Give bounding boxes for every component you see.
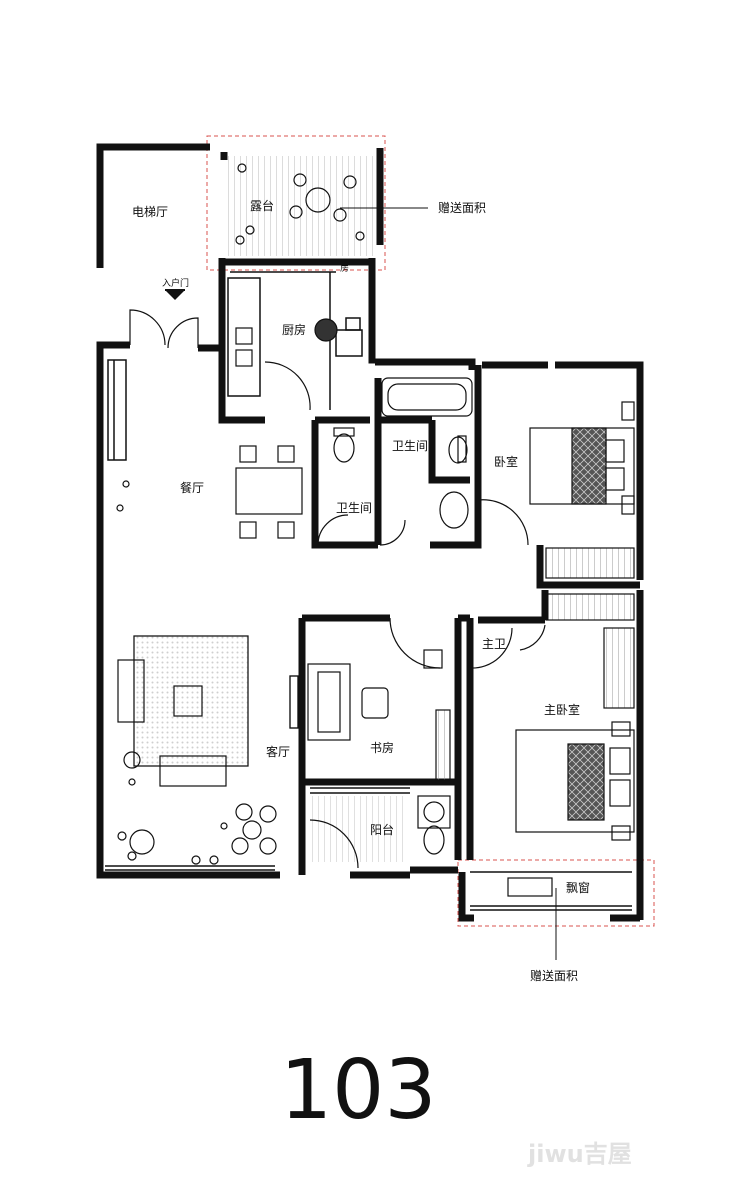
room-label-bedroom: 卧室 [494,454,518,469]
room-label-master-bedroom: 主卧室 [544,702,580,717]
unit-number: 103 [280,1043,437,1138]
room-label-balcony: 阳台 [370,822,394,837]
leader-lines [340,207,557,960]
room-label-study: 书房 [370,740,394,755]
gift-area-label-top: 赠送面积 [438,200,486,215]
balcony-floor [310,796,408,862]
room-label-kitchen: 厨房 [282,322,306,337]
walls [96,143,644,922]
room-label-master-bath: 主卫 [482,637,506,651]
terrace-floor [228,156,374,256]
room-label-elevator-hall: 电梯厅 [132,205,168,219]
room-label-bath-2: 卫生间 [336,501,372,515]
gift-area-label-bottom: 赠送面积 [530,968,578,983]
room-label-living: 客厅 [266,744,290,759]
room-label-kitchen-top: 房 [340,262,349,274]
room-label-bay-window: 飘窗 [566,881,590,895]
entrance-label: 入户门 [162,277,189,289]
thin-lines [105,271,632,911]
room-label-terrace: 露台 [250,198,274,213]
furniture [116,163,635,897]
room-label-bath-1: 卫生间 [392,439,428,453]
doors [129,309,546,869]
room-label-dining: 餐厅 [180,480,204,495]
entrance-marker [165,289,185,300]
watermark-logo: jiwu吉屋 [527,1140,632,1168]
